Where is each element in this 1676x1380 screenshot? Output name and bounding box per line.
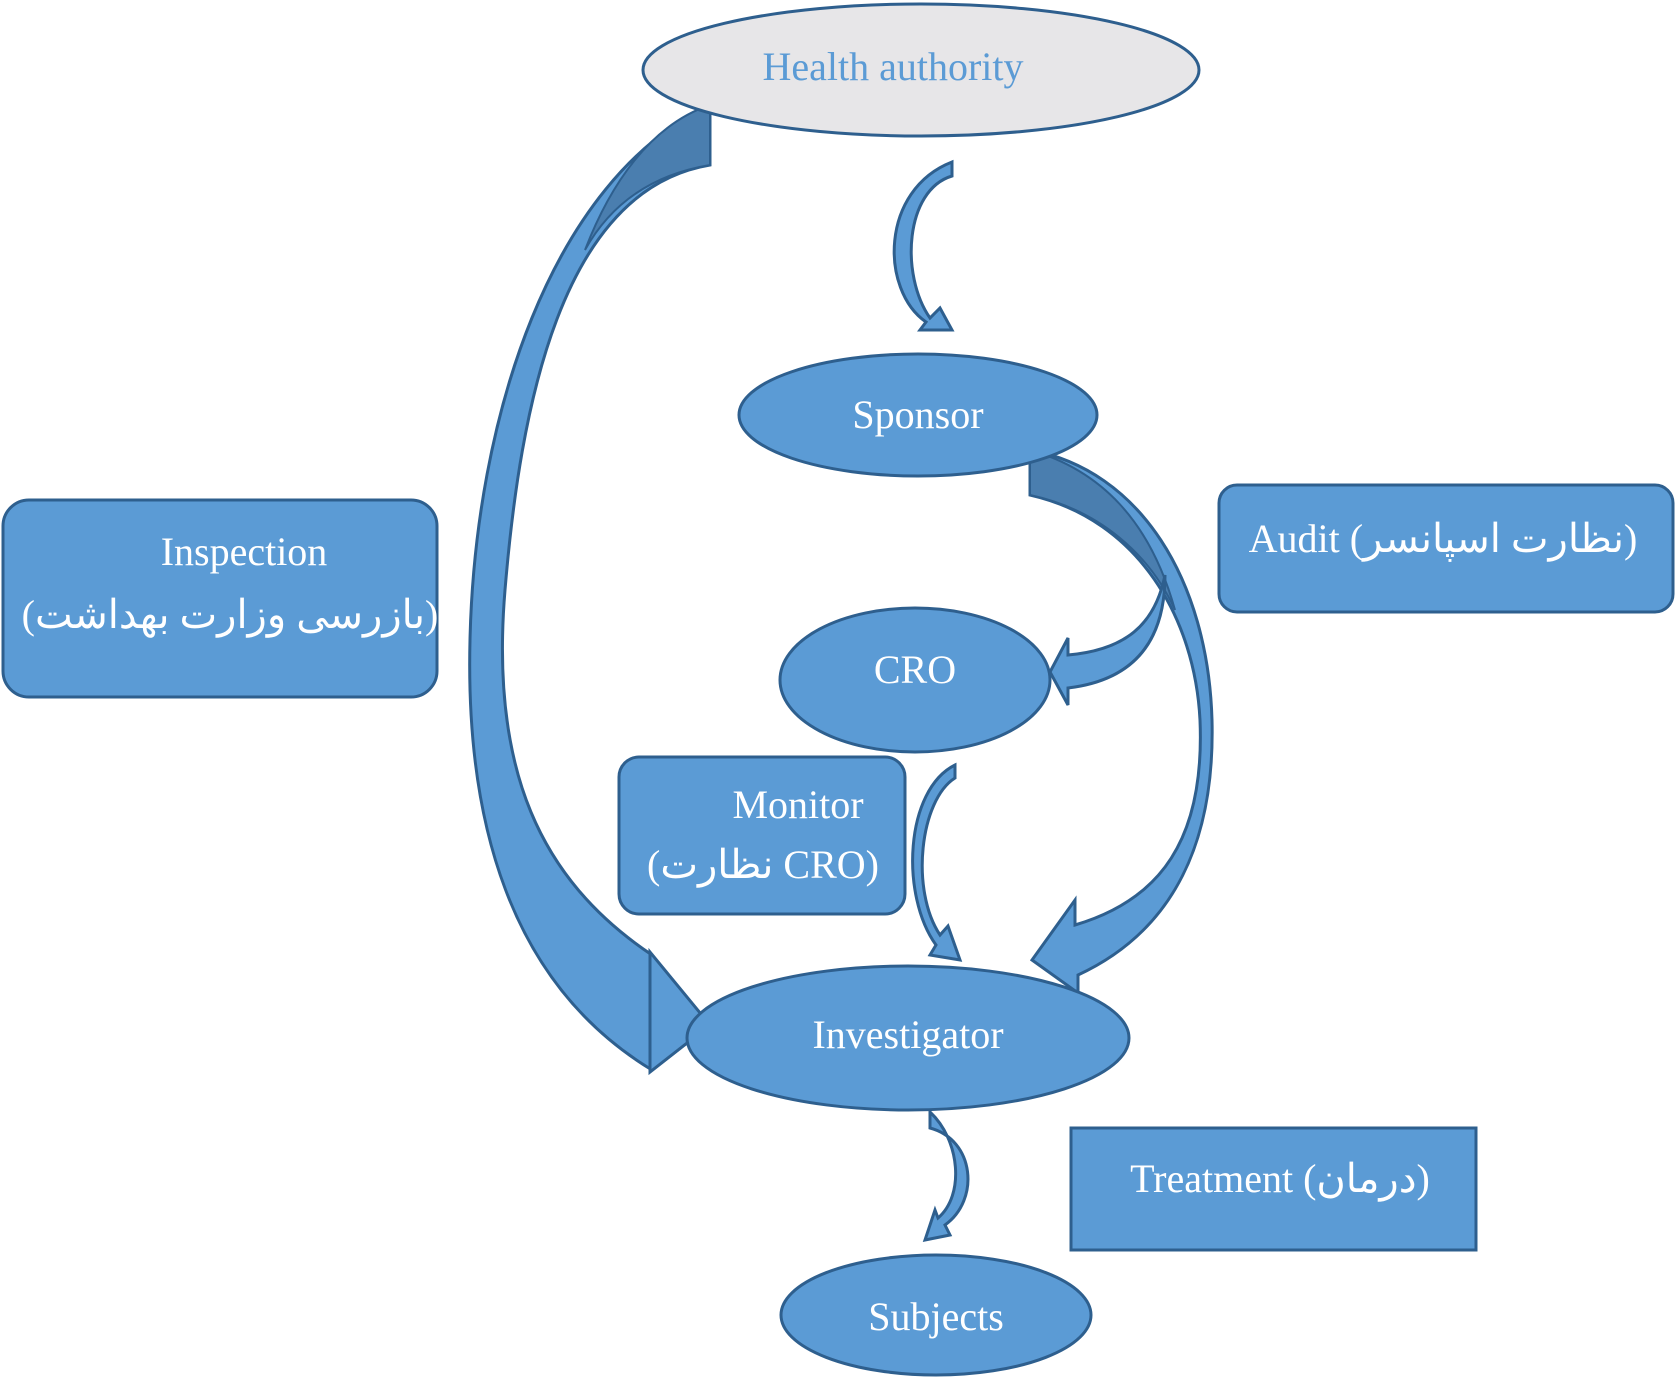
sponsor-node: Sponsor <box>737 352 1099 478</box>
investigator-label: Investigator <box>812 1012 1003 1057</box>
inspection-arrow <box>468 102 713 1076</box>
sponsor-label: Sponsor <box>852 392 983 437</box>
monitor-persian-label: (نظارت CRO) <box>647 842 879 888</box>
treatment-label: Treatment (درمان) <box>1130 1156 1430 1202</box>
cro-node: CRO <box>778 606 1052 754</box>
inspection-box: Inspection (بازرسی وزارت بهداشت) <box>1 498 439 699</box>
inspection-label: Inspection <box>161 529 328 574</box>
monitor-label: Monitor <box>732 782 863 827</box>
sponsor-to-cro-arrow <box>1048 574 1167 706</box>
cro-label: CRO <box>874 647 956 692</box>
audit-label: Audit (نظارت اسپانسر) <box>1249 516 1638 562</box>
investigator-node: Investigator <box>685 964 1131 1112</box>
cro-to-investigator-arrow <box>911 762 963 962</box>
ha-to-sponsor-arrow <box>892 159 955 332</box>
audit-box: Audit (نظارت اسپانسر) <box>1217 483 1675 614</box>
subjects-node: Subjects <box>779 1253 1093 1377</box>
audit-arrow <box>1028 448 1214 996</box>
inspection-persian-label: (بازرسی وزارت بهداشت) <box>22 592 439 638</box>
treatment-box: Treatment (درمان) <box>1069 1126 1478 1252</box>
health-authority-label: Health authority <box>762 44 1023 89</box>
subjects-label: Subjects <box>868 1294 1004 1339</box>
health-authority-node: Health authority <box>641 2 1201 138</box>
monitor-box: Monitor (نظارت CRO) <box>617 755 907 916</box>
investigator-to-subjects-arrow <box>922 1108 970 1242</box>
